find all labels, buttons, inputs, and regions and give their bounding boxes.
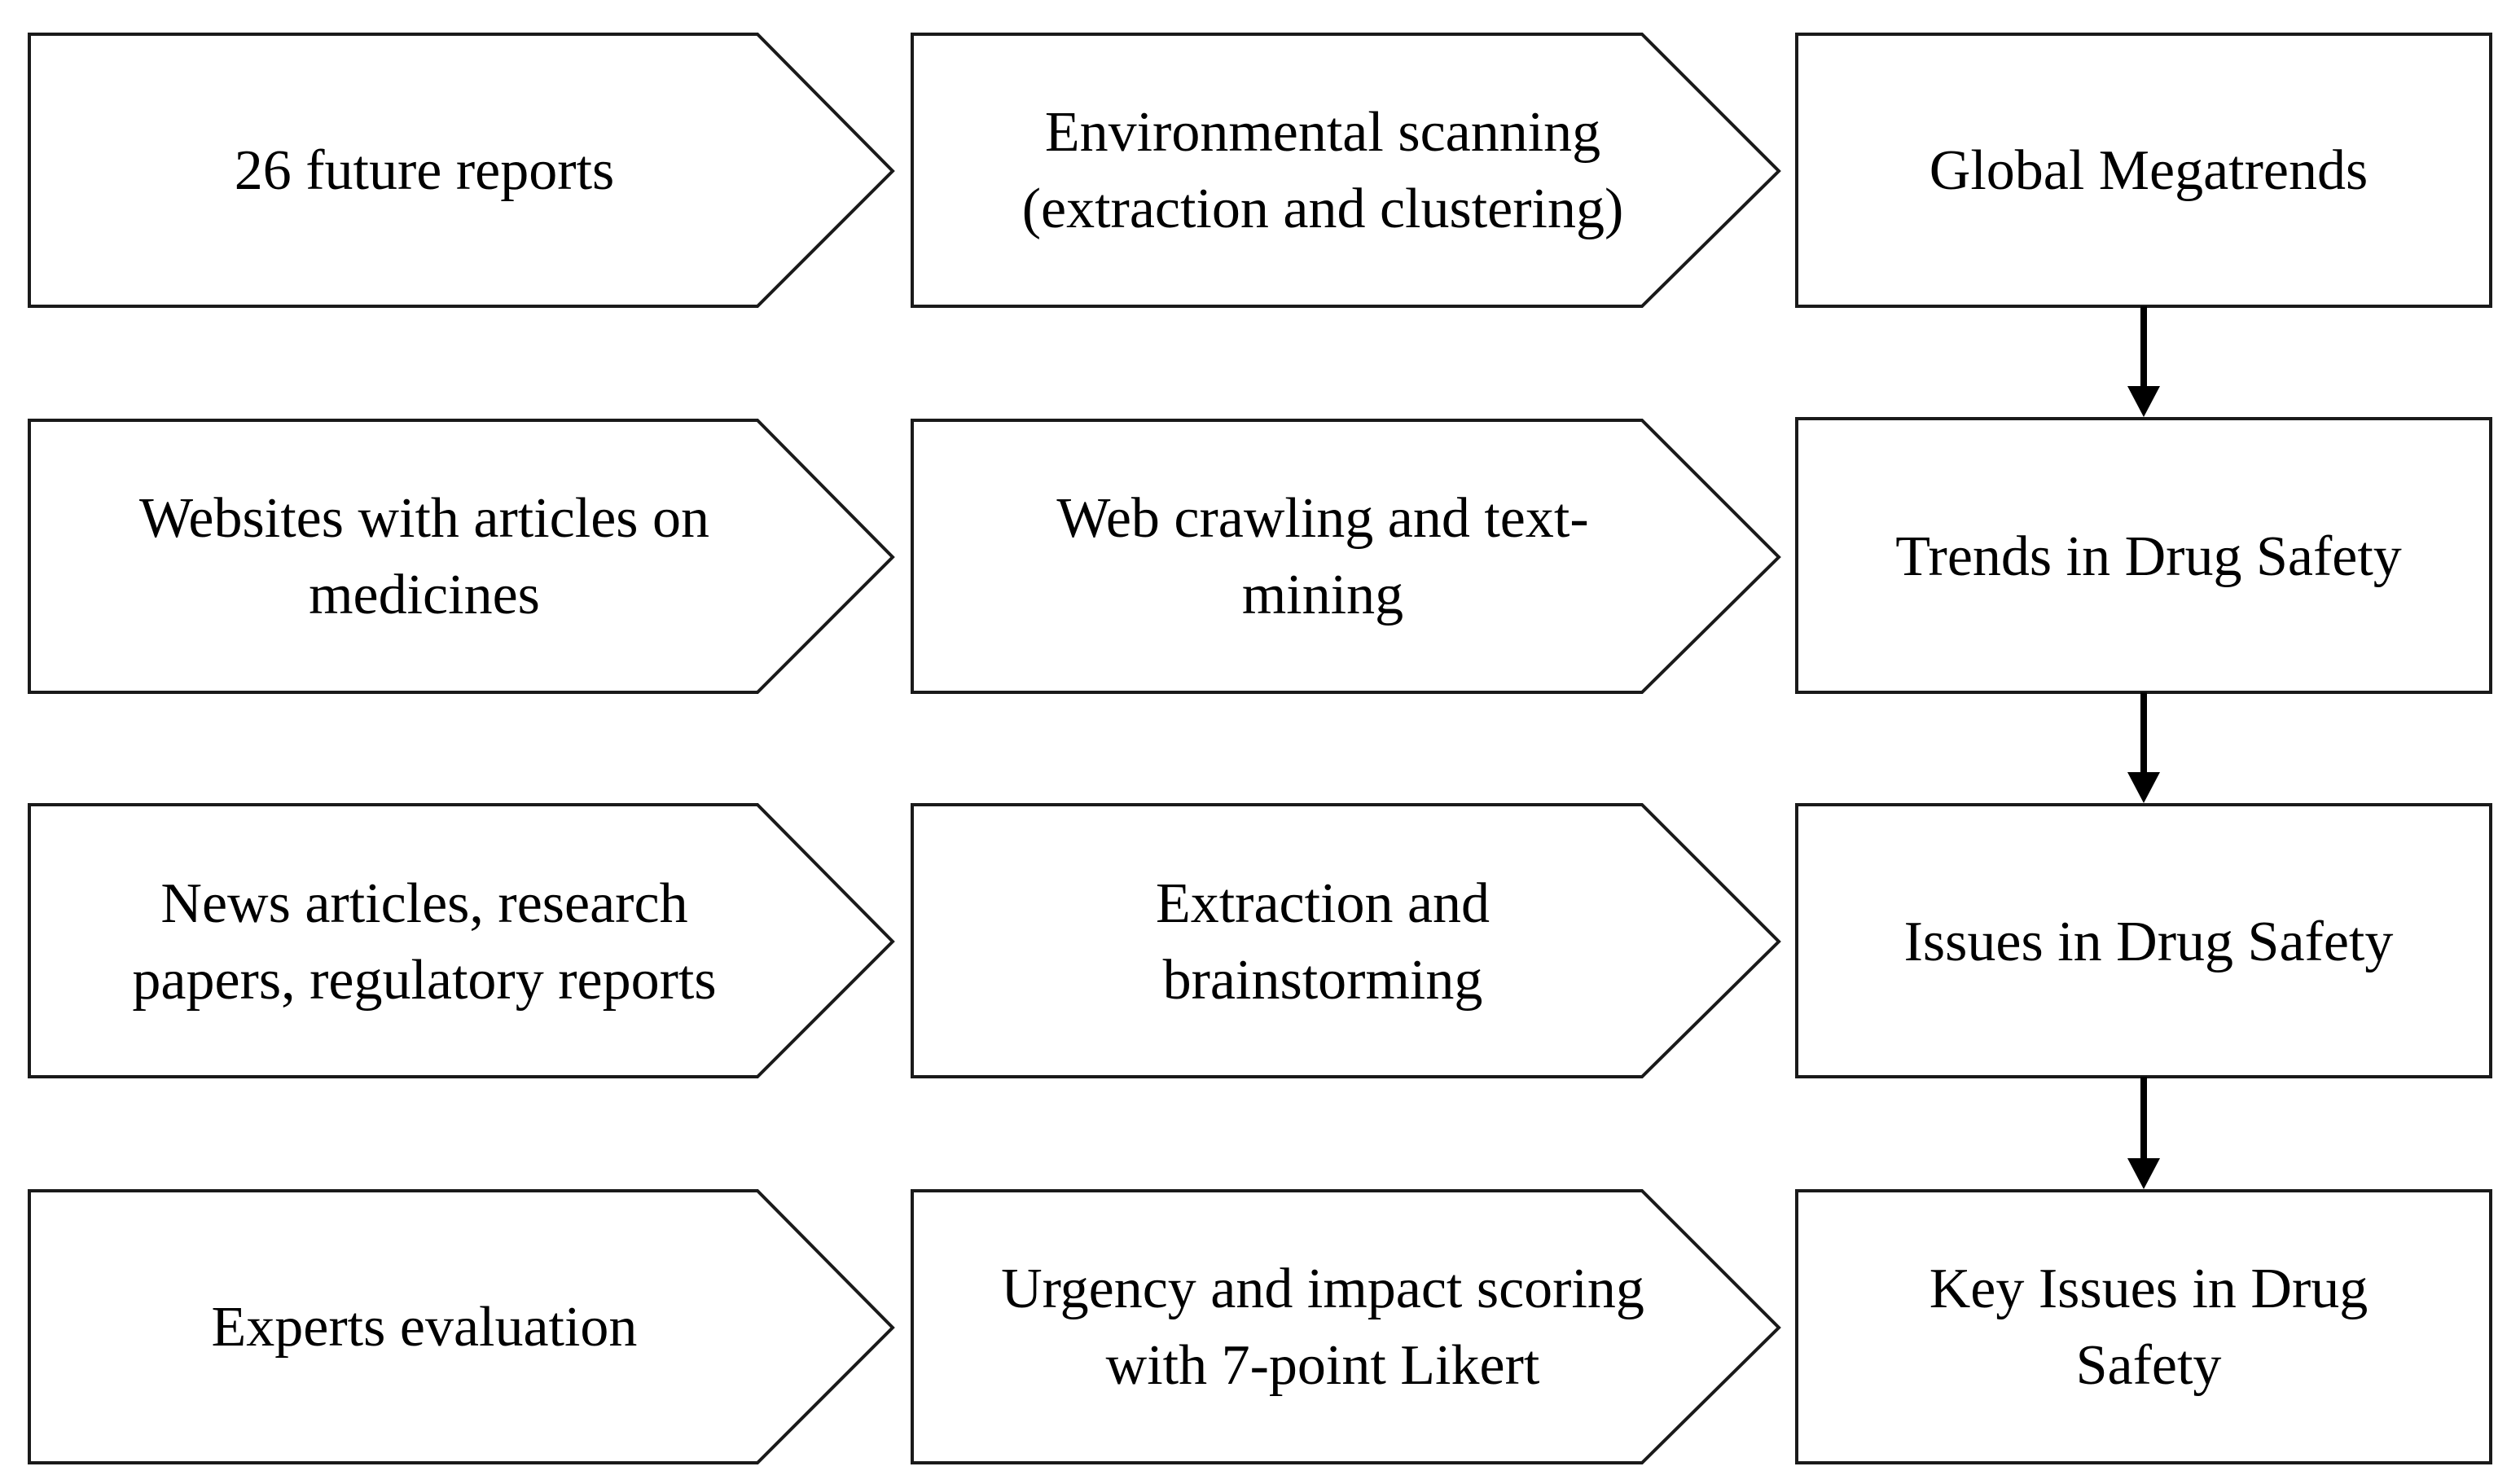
source-label-4: Experts evaluation: [211, 1296, 638, 1359]
result-box-shape-1: [1795, 33, 2492, 308]
method-label-4: Urgency and impact scoring with 7-point …: [1001, 1258, 1644, 1397]
source-label-3: News articles, research papers, regulato…: [132, 872, 717, 1012]
down-arrowhead-1: [2127, 386, 2160, 417]
method-arrow-shape-4: [911, 1189, 1781, 1464]
method-arrow-shape-2: [911, 419, 1781, 694]
source-label-1: 26 future reports: [234, 139, 615, 202]
down-arrowhead-2: [2127, 772, 2160, 803]
source-arrow-shape-1: [28, 33, 895, 308]
method-label-2: Web crawling and text- mining: [1056, 487, 1589, 626]
source-arrow-shape-4: [28, 1189, 895, 1464]
method-label-1: Environmental scanning (extraction and c…: [1021, 101, 1624, 240]
result-label-3: Issues in Drug Safety: [1903, 911, 2394, 973]
source-arrow-shape-3: [28, 803, 895, 1078]
result-box-shape-2: [1795, 417, 2492, 694]
down-arrowhead-3: [2127, 1158, 2160, 1189]
result-label-2: Trends in Drug Safety: [1895, 525, 2402, 588]
method-arrow-shape-1: [911, 33, 1781, 308]
method-label-3: Extraction and brainstorming: [1155, 872, 1490, 1012]
source-label-2: Websites with articles on medicines: [138, 487, 710, 626]
result-label-1: Global Megatrends: [1929, 139, 2369, 202]
result-box-shape-4: [1795, 1189, 2492, 1464]
source-arrow-shape-2: [28, 419, 895, 694]
method-arrow-shape-3: [911, 803, 1781, 1078]
result-label-4: Key Issues in Drug Safety: [1929, 1258, 2369, 1397]
